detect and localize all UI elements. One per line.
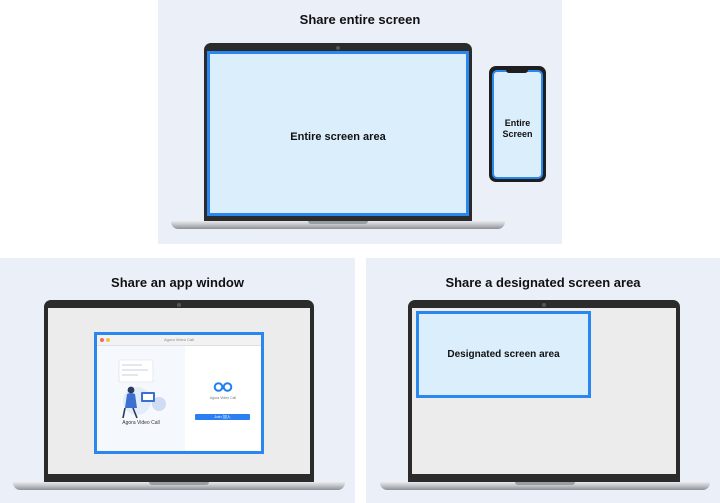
laptop-notch: [308, 221, 368, 224]
window-minimize-icon[interactable]: [106, 338, 110, 342]
designated-area-title: Share a designated screen area: [445, 275, 641, 290]
camera-icon: [336, 46, 340, 50]
entire-screen-area: Entire screen area: [207, 51, 469, 216]
laptop-notch: [515, 482, 575, 485]
entire-screen-area-label: Entire screen area: [290, 131, 386, 143]
app-left-caption: Agora Video Call: [122, 420, 160, 426]
app-window: Agora Video Call Agora Video Call: [94, 332, 264, 454]
app-window-title: Share an app window: [111, 275, 244, 290]
video-call-illustration-icon: [118, 359, 166, 419]
window-close-icon[interactable]: [100, 338, 104, 342]
join-button[interactable]: Join 加入: [195, 414, 250, 420]
phone-notch: [506, 69, 528, 73]
laptop-base: [13, 482, 345, 490]
phone-screen-area: Entire Screen: [492, 70, 543, 179]
entire-screen-panel: Share entire screen Entire screen area E…: [158, 0, 562, 244]
camera-icon: [177, 303, 181, 307]
app-right-caption: Agora Video Call: [209, 396, 237, 400]
laptop-base: [171, 221, 505, 229]
app-window-titlebar-text: Agora Video Call: [164, 337, 194, 342]
entire-screen-title: Share entire screen: [299, 12, 421, 27]
laptop-base: [380, 482, 710, 490]
join-button-label: Join 加入: [214, 414, 231, 419]
laptop-notch: [149, 482, 209, 485]
phone-screen-label: Entire Screen: [502, 118, 533, 139]
app-right-pane: Agora Video Call Join 加入: [185, 346, 261, 451]
app-left-pane: Agora Video Call: [97, 346, 185, 451]
app-window-panel: Share an app window Agora Video Call: [0, 258, 355, 503]
camera-icon: [542, 303, 546, 307]
app-titlebar: [97, 335, 261, 346]
designated-area-label: Designated screen area: [447, 349, 560, 360]
agora-logo-icon: [213, 382, 233, 392]
designated-area-panel: Share a designated screen area Designate…: [366, 258, 720, 503]
designated-screen-area: Designated screen area: [416, 311, 591, 398]
